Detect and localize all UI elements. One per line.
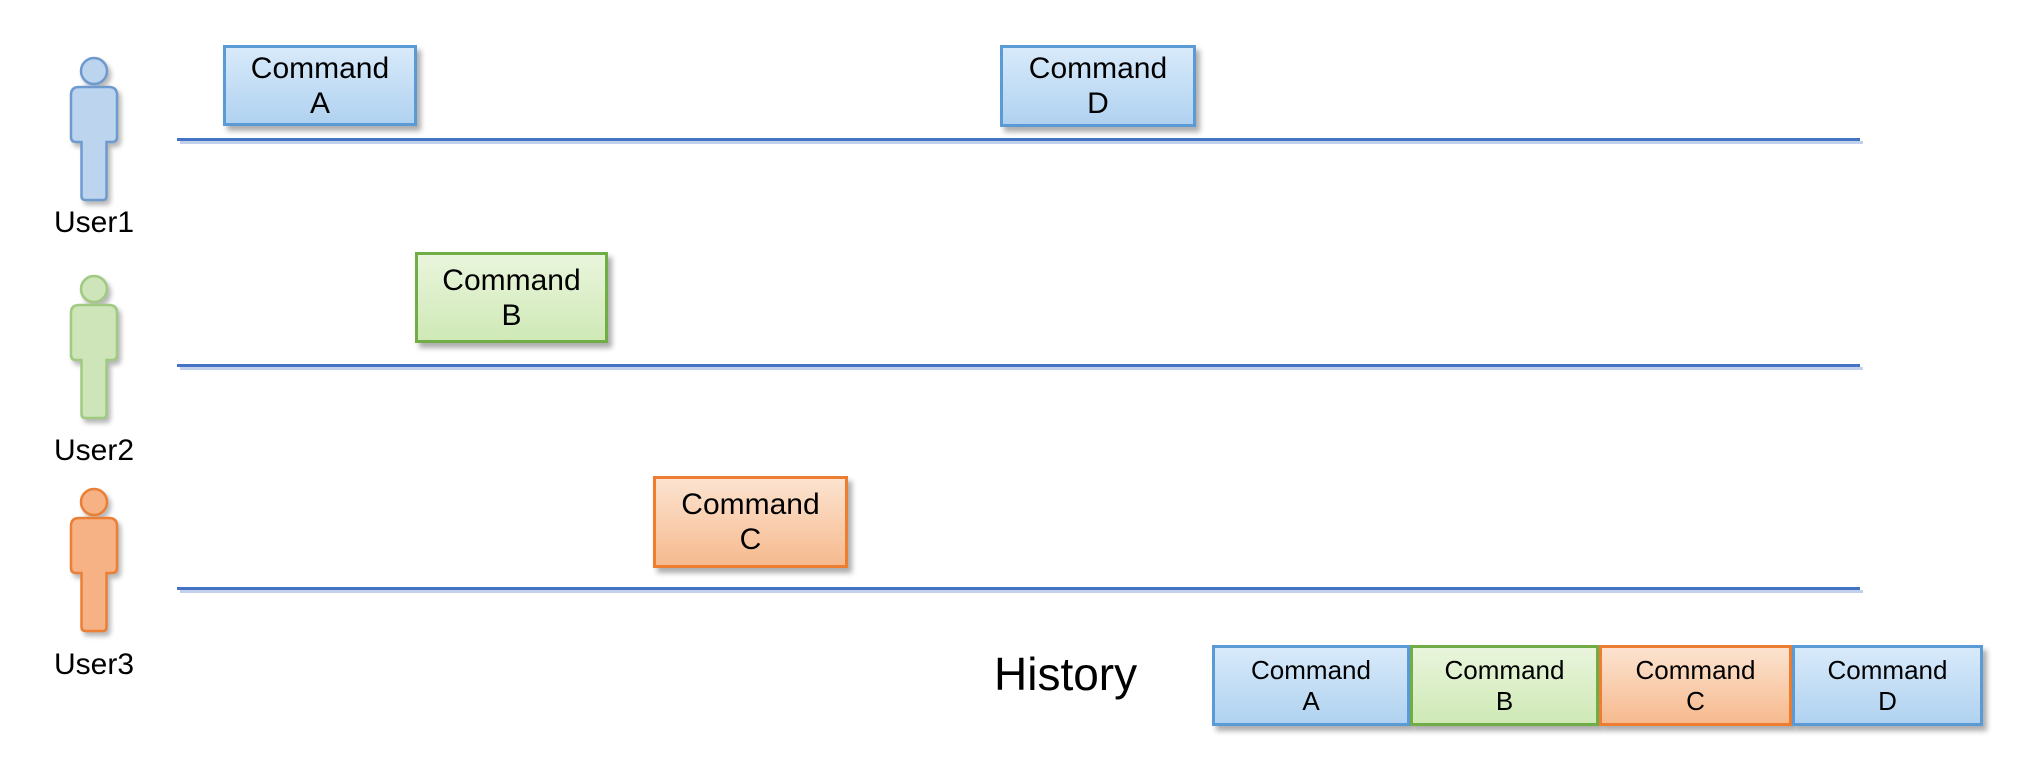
user2-person-icon	[69, 274, 119, 420]
history-command-a-letter: A	[1302, 685, 1320, 716]
user3-timeline-line	[177, 587, 1860, 590]
history-command-a-title: Command	[1251, 654, 1371, 685]
user2-timeline-line	[177, 364, 1860, 367]
history-command-d-title: Command	[1827, 654, 1948, 685]
history-command-b-box: Command B	[1410, 645, 1599, 726]
command-d-letter: D	[1087, 87, 1109, 120]
history-label: History	[994, 648, 1138, 700]
history-command-c-title: Command	[1635, 654, 1756, 685]
user3-label: User3	[53, 648, 135, 681]
command-d-box: Command D	[1000, 45, 1196, 127]
command-a-box: Command A	[223, 45, 417, 126]
command-c-title: Command	[681, 488, 820, 521]
command-b-letter: B	[501, 298, 522, 332]
command-c-letter: C	[739, 523, 762, 556]
command-a-letter: A	[309, 86, 330, 120]
history-command-a-box: Command A	[1212, 645, 1410, 726]
history-command-b-letter: B	[1495, 685, 1514, 716]
user1-person-icon	[69, 56, 119, 202]
command-d-title: Command	[1028, 52, 1168, 85]
command-b-box: Command B	[415, 252, 608, 343]
command-c-box: Command C	[653, 476, 848, 568]
history-command-c-box: Command C	[1599, 645, 1792, 726]
history-command-c-letter: C	[1686, 685, 1705, 716]
user3-person-icon	[69, 487, 119, 633]
command-b-title: Command	[442, 263, 581, 297]
history-command-d-letter: D	[1878, 685, 1897, 716]
history-command-b-title: Command	[1444, 654, 1565, 685]
user1-timeline-line	[177, 138, 1860, 141]
user2-label: User2	[53, 434, 135, 467]
command-a-title: Command	[250, 51, 390, 85]
user1-label: User1	[53, 206, 135, 239]
history-command-d-box: Command D	[1792, 645, 1983, 726]
